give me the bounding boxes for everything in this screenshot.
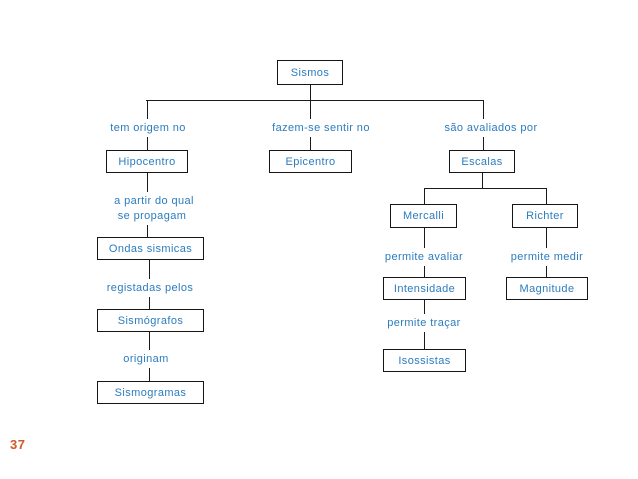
page-number: 37	[10, 437, 26, 452]
node-intensidade: Intensidade	[383, 277, 466, 300]
connector-line	[424, 188, 547, 189]
node-sismografos: Sismógrafos	[97, 309, 204, 332]
edge-label-tem-origem-no: tem origem no	[106, 119, 190, 137]
node-epicentro: Epicentro	[269, 150, 352, 173]
edge-label-sao-avaliados-por: são avaliados por	[440, 119, 542, 137]
edge-label-fazem-se-sentir-no: fazem-se sentir no	[268, 119, 374, 137]
node-escalas: Escalas	[449, 150, 515, 173]
connector-line	[424, 188, 425, 204]
edge-label-originam: originam	[119, 350, 173, 368]
node-magnitude: Magnitude	[506, 277, 588, 300]
node-sismos: Sismos	[277, 60, 343, 85]
node-mercalli: Mercalli	[390, 204, 457, 228]
node-isossistas: Isossistas	[383, 349, 466, 372]
edge-label-permite-avaliar: permite avaliar	[380, 248, 468, 266]
edge-label-registadas-pelos: registadas pelos	[102, 279, 198, 297]
edge-label-se-propagam: se propagam	[113, 207, 191, 225]
node-ondas-sismicas: Ondas sismicas	[97, 237, 204, 260]
node-hipocentro: Hipocentro	[106, 150, 188, 173]
connector-line	[482, 173, 483, 188]
edge-label-permite-tracar: permite traçar	[383, 314, 465, 332]
node-richter: Richter	[512, 204, 578, 228]
connector-line	[310, 85, 311, 101]
edge-label-permite-medir: permite medir	[506, 248, 588, 266]
connector-line	[146, 100, 484, 101]
connector-line	[546, 188, 547, 204]
node-sismogramas: Sismogramas	[97, 381, 204, 404]
edge-label-a-partir-do-qual: a partir do qual	[110, 192, 198, 210]
